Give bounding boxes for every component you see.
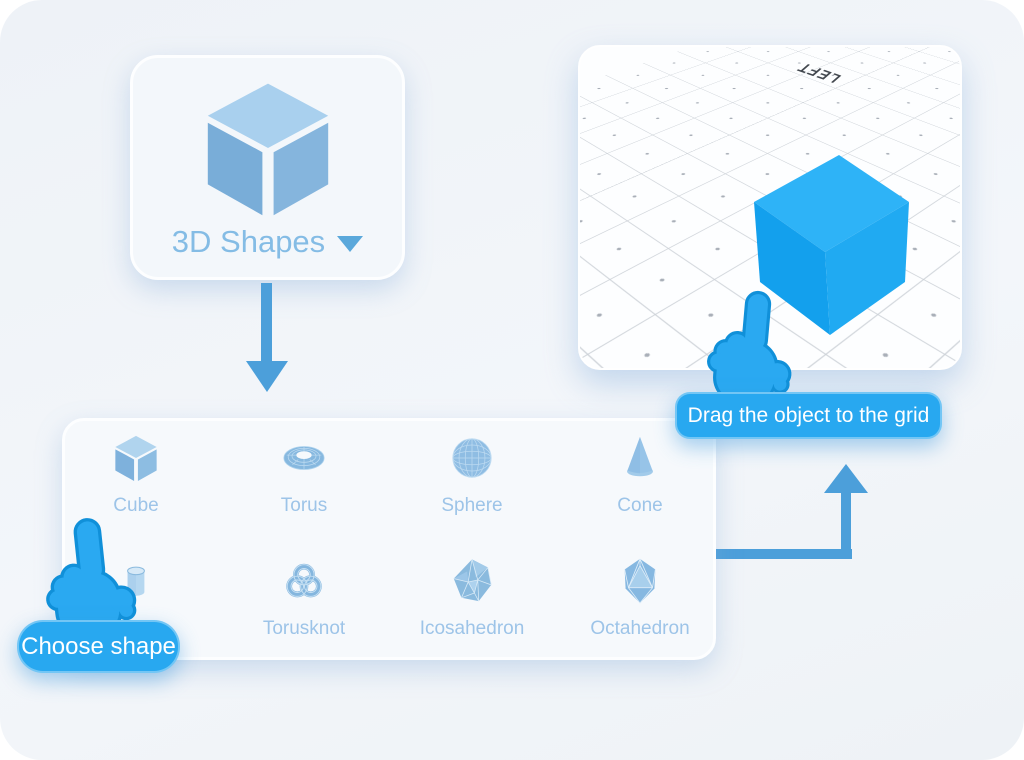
palette-label: Icosahedron <box>419 618 525 639</box>
palette-label: Torus <box>280 495 328 516</box>
palette-item-octahedron[interactable]: Octahedron <box>565 552 715 640</box>
palette-label: Torusknot <box>262 618 346 639</box>
cube-icon <box>115 435 157 482</box>
shapes-dropdown-card[interactable]: 3D Shapes <box>130 55 405 280</box>
drag-tooltip: Drag the object to the grid <box>675 392 942 439</box>
palette-label: Cube <box>113 495 159 516</box>
chevron-down-icon[interactable] <box>337 236 364 252</box>
choose-shape-tooltip-label: Choose shape <box>21 632 176 660</box>
palette-item-cube[interactable]: Cube <box>61 429 211 517</box>
palette-label: Octahedron <box>590 618 690 639</box>
dragged-cube-object[interactable] <box>580 47 962 370</box>
up-arrow-head-icon <box>824 464 868 493</box>
down-arrow <box>261 283 272 363</box>
palette-item-torusknot[interactable]: Torusknot <box>229 552 379 640</box>
cone-icon <box>627 436 653 477</box>
drag-tooltip-label: Drag the object to the grid <box>687 403 930 427</box>
down-arrow-head-icon <box>246 361 288 392</box>
palette-item-icosahedron[interactable]: Icosahedron <box>397 552 547 640</box>
octahedron-icon <box>624 558 656 604</box>
icosahedron-icon <box>453 559 492 602</box>
torus-icon <box>283 446 325 470</box>
palette-item-torus[interactable]: Torus <box>229 429 379 517</box>
palette-item-cylinder[interactable] <box>61 552 211 618</box>
sphere-icon <box>452 438 492 478</box>
cylinder-icon <box>127 566 145 596</box>
palette-label: Sphere <box>441 495 503 516</box>
elbow-arrow-vertical <box>841 490 851 559</box>
shapes-dropdown-label: 3D Shapes <box>171 224 326 259</box>
palette-item-cone[interactable]: Cone <box>565 429 715 517</box>
shape-palette: Cube Torus <box>62 418 716 660</box>
palette-label: Cone <box>617 495 663 516</box>
palette-item-sphere[interactable]: Sphere <box>397 429 547 517</box>
elbow-arrow <box>716 549 852 559</box>
cube-icon <box>207 83 328 216</box>
choose-shape-tooltip: Choose shape <box>17 620 180 673</box>
torusknot-icon <box>286 563 322 598</box>
